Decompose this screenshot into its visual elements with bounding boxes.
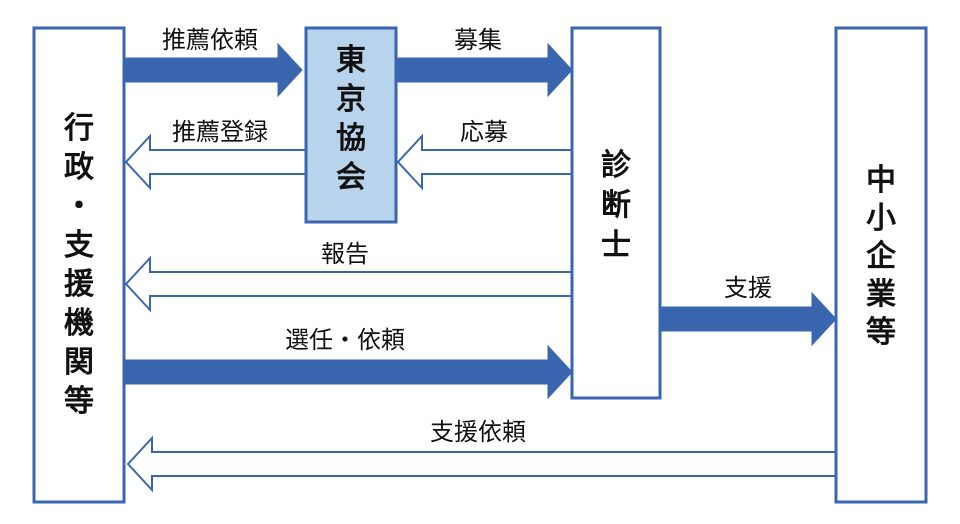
node-gyosei (32, 26, 126, 504)
node-tokyo (304, 26, 398, 224)
edge-label-suisen-irai: 推薦依頼 (162, 26, 258, 54)
arrow-shien (659, 291, 837, 347)
node-shindanshi-label: 診断士 (601, 148, 632, 263)
arrow-boshu (395, 42, 573, 98)
edge-label-suisen-toroku: 推薦登録 (172, 118, 268, 146)
edge-label-shien: 支援 (724, 274, 772, 302)
node-gyosei-label: 行政・支援機関等 (63, 111, 95, 419)
arrow-sennin-irai (123, 344, 573, 400)
node-shindanshi (570, 26, 662, 400)
arrow-obo (396, 133, 573, 191)
edge-label-shien-irai: 支援依頼 (430, 418, 526, 446)
arrow-shien-irai (126, 435, 837, 493)
node-tokyo-label: 東京協会 (336, 43, 366, 195)
arrow-hokoku (124, 255, 573, 313)
edge-label-hokoku: 報告 (321, 240, 369, 268)
edge-label-obo: 応募 (460, 118, 508, 146)
arrow-suisen-toroku (124, 133, 307, 191)
node-chusho (834, 26, 928, 504)
arrow-suisen-irai (123, 42, 303, 98)
edge-label-sennin-irai: 選任・依頼 (285, 326, 405, 354)
node-chusho-label: 中小企業等 (866, 163, 897, 350)
edge-label-boshu: 募集 (454, 26, 502, 54)
